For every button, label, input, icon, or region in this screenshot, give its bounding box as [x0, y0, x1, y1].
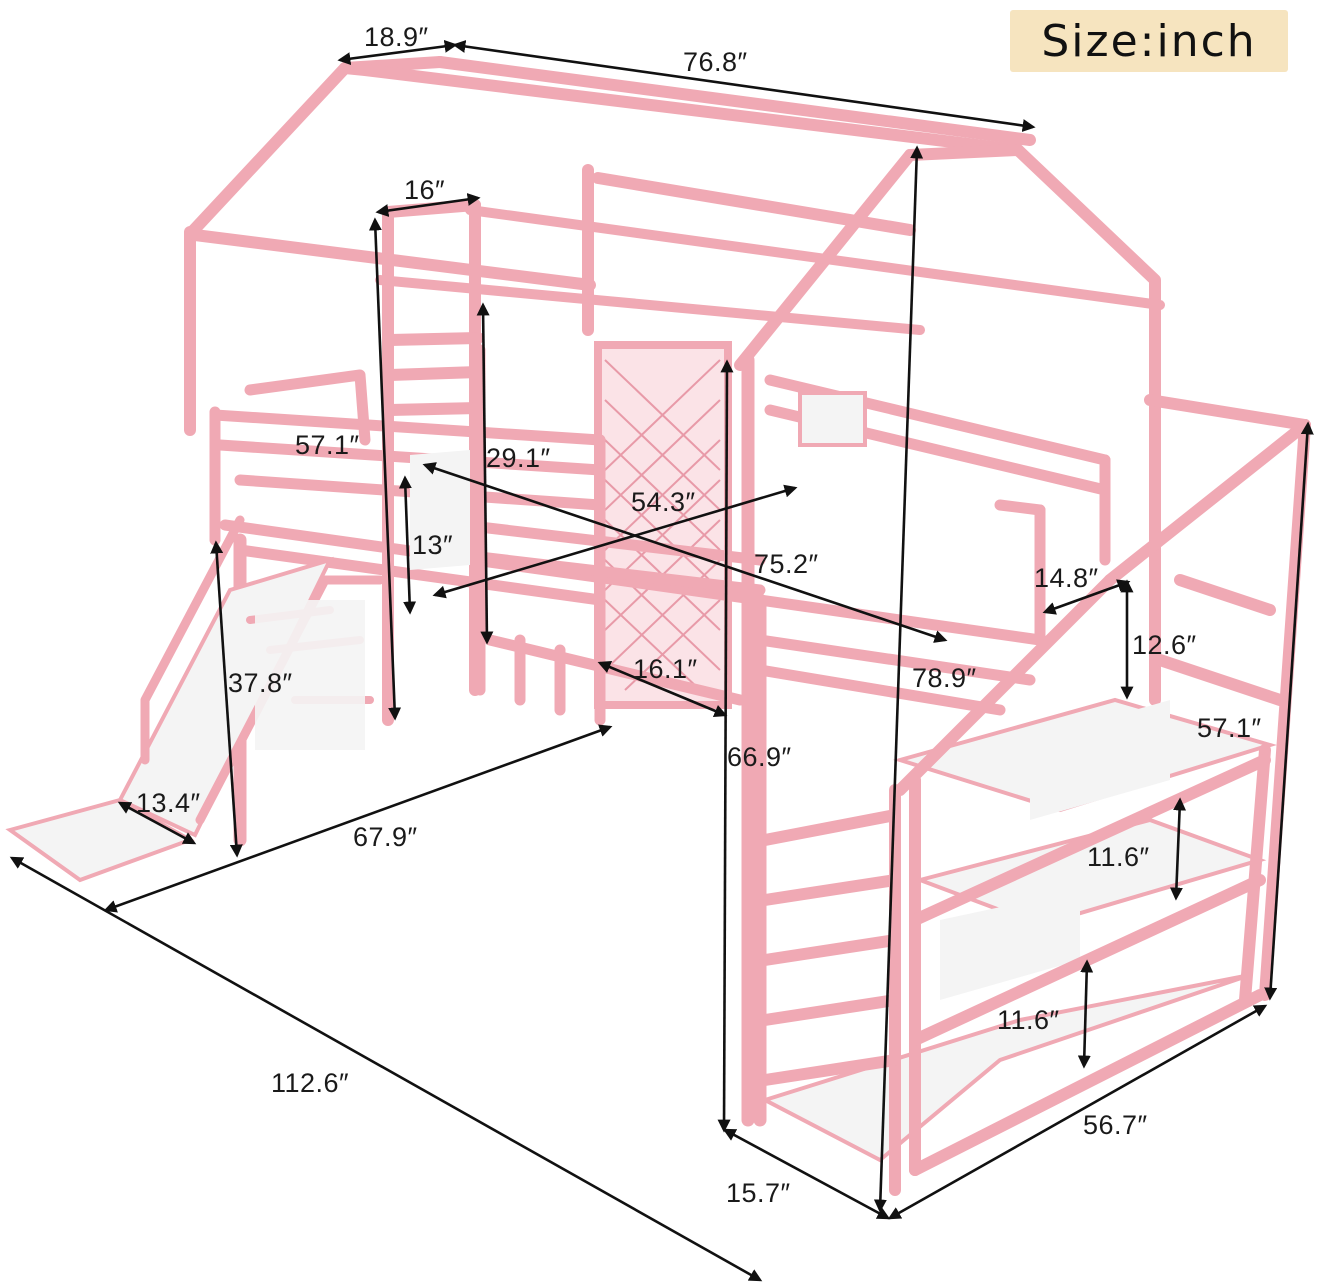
- label-stair-rail-gap: 14.8″: [1034, 563, 1099, 593]
- label-stair-depth: 15.7″: [726, 1178, 791, 1208]
- size-unit-badge: Size:inch: [1010, 10, 1288, 72]
- stair-unit: [759, 697, 1277, 1163]
- mesh-panel: [594, 341, 732, 709]
- label-roof-width: 18.9″: [364, 22, 429, 52]
- label-door-width: 16″: [404, 175, 446, 205]
- label-slide-width: 13.4″: [136, 788, 201, 818]
- label-total-height: 66.9″: [727, 742, 792, 772]
- label-roof-length: 76.8″: [683, 47, 748, 77]
- dimension-lines: [9, 39, 1314, 1282]
- plate-panel: [798, 391, 867, 447]
- label-deck-length: 78.9″: [912, 663, 977, 693]
- label-inner-post-height: 29.1″: [486, 443, 551, 473]
- slide: [5, 515, 385, 883]
- label-stair-length: 56.7″: [1083, 1110, 1148, 1140]
- label-overall-length: 112.6″: [271, 1068, 350, 1098]
- label-bed-width: 54.3″: [631, 487, 696, 517]
- label-under-clearance-length: 67.9″: [353, 822, 418, 852]
- label-rail-height: 13″: [412, 530, 454, 560]
- label-entry-gap: 16.1″: [633, 654, 698, 684]
- label-step-rise-lower: 11.6″: [997, 1005, 1060, 1035]
- label-stair-top-rise: 12.6″: [1132, 630, 1197, 660]
- label-stair-height-right: 57.1″: [1197, 713, 1262, 743]
- label-step-rise-upper: 11.6″: [1087, 842, 1150, 872]
- label-slide-height: 37.8″: [228, 668, 293, 698]
- label-bed-length: 75.2″: [754, 549, 819, 579]
- label-guardrail-height-left: 57.1″: [295, 430, 360, 460]
